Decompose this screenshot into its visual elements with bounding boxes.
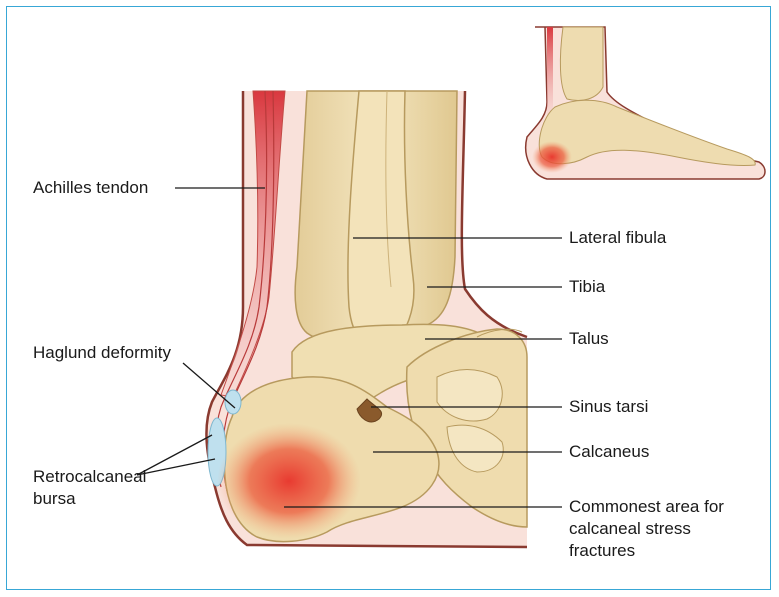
label-retrocalcaneal-bursa: Retrocalcaneal bursa <box>33 466 146 510</box>
fibula-bone <box>348 91 414 349</box>
label-calcaneus: Calcaneus <box>569 441 649 463</box>
label-lateral-fibula: Lateral fibula <box>569 227 666 249</box>
label-stress-fracture-line2: calcaneal stress <box>569 518 724 540</box>
label-tibia: Tibia <box>569 276 605 298</box>
label-stress-fracture-line1: Commonest area for <box>569 496 724 518</box>
figure-frame: Achilles tendon Lateral fibula Tibia Tal… <box>6 6 771 590</box>
inset-foot-illustration <box>526 27 765 179</box>
label-stress-fracture-line3: fractures <box>569 540 724 562</box>
label-retrocalcaneal-bursa-line2: bursa <box>33 488 146 510</box>
label-retrocalcaneal-bursa-line1: Retrocalcaneal <box>33 466 146 488</box>
label-sinus-tarsi: Sinus tarsi <box>569 396 648 418</box>
label-achilles-tendon: Achilles tendon <box>33 177 148 199</box>
label-haglund-deformity: Haglund deformity <box>33 342 171 364</box>
stress-fracture-area <box>217 423 361 539</box>
label-stress-fracture-area: Commonest area for calcaneal stress frac… <box>569 496 724 562</box>
label-talus: Talus <box>569 328 609 350</box>
